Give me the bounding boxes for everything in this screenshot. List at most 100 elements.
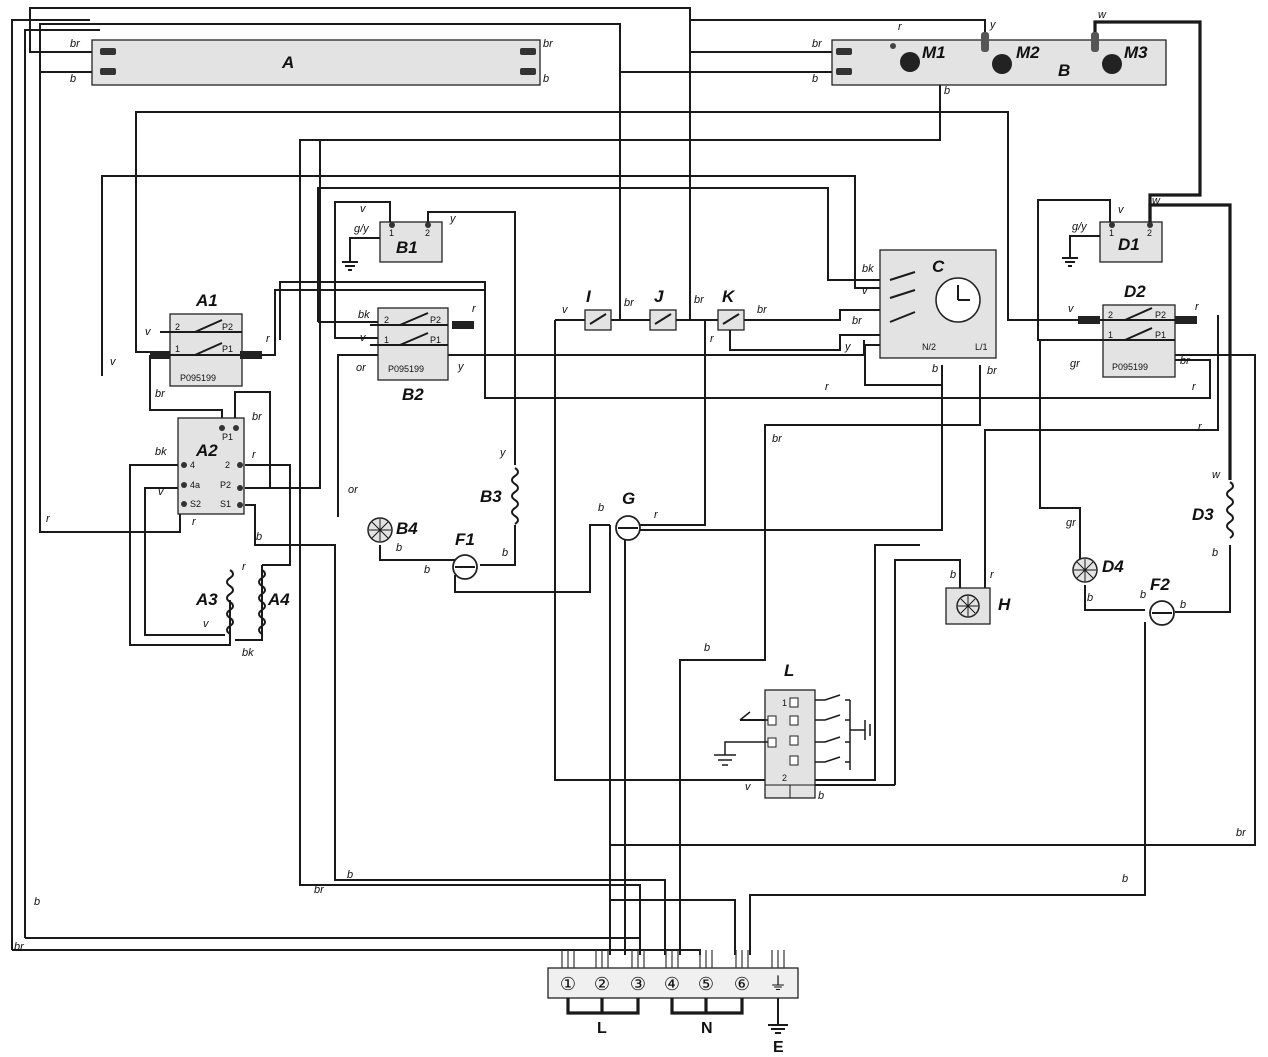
d2-pin-p2: P2 [1155,310,1166,320]
wire-color-label-w: w [1212,469,1221,481]
label-h: H [998,595,1011,614]
wire-color-label-gy: g/y [1072,221,1088,233]
wire-color-label-gr: gr [1070,358,1081,370]
wire-color-label-v: v [158,486,165,498]
wire-color-label-r: r [252,449,257,461]
label-d3: D3 [1192,505,1214,524]
wire-color-label-bk: bk [862,263,874,275]
d2-pin-2: 2 [1108,310,1113,320]
component-b2: 2 1 P2 P1 P095199 B2 [370,307,474,404]
label-i: I [586,287,592,306]
terminal-number: ⑤ [698,974,714,995]
wire-color-label-b: b [347,869,353,881]
wire-color-label-v: v [360,203,367,215]
label-a1: A1 [195,291,218,310]
wire-color-label-v: v [562,304,569,316]
component-d2: 2 1 P2 P1 P095199 D2 [1078,282,1197,378]
label-d4: D4 [1102,557,1124,576]
b2-pin-2: 2 [384,315,389,325]
d2-pin-1: 1 [1108,330,1113,340]
terminal-number: ③ [630,974,646,995]
wire-color-label-v: v [862,285,869,297]
wire-color-label-bk: bk [358,309,370,321]
a1-pin-1: 1 [175,344,180,354]
a2-pin-s1: S1 [220,499,231,509]
wire-color-label-b: b [704,642,710,654]
wire-color-label-br: br [314,884,325,896]
wire-color-label-v: v [110,356,117,368]
label-b4: B4 [396,519,418,538]
label-l: L [784,661,794,680]
wire-color-label-r: r [1195,301,1200,313]
wire-color-label-y: y [989,19,997,31]
wire-color-label-b: b [256,531,262,543]
wire-color-label-b: b [34,896,40,908]
wire-color-label-br: br [694,294,705,306]
label-d1: D1 [1118,235,1140,254]
component-g: G [615,489,641,541]
terminal-number: ② [594,974,610,995]
component-a2: P1 4 4a S2 2 P2 S1 A2 [177,417,245,515]
wire-color-label-b: b [598,502,604,514]
b2-pin-p2: P2 [430,315,441,325]
component-a: A [91,39,541,86]
wire-color-label-br: br [543,38,554,50]
wire-color-label-b: b [1140,589,1146,601]
wire-color-label-v: v [360,332,367,344]
wire-color-label-b: b [1212,547,1218,559]
wire-color-label-w: w [1098,9,1107,21]
component-c: N/2 L/1 C [879,249,997,359]
label-m3: M3 [1124,43,1148,62]
wire-color-label-b: b [502,547,508,559]
a2-pin-2: 2 [225,460,230,470]
wire-color-label-or: or [356,362,367,374]
label-g: G [622,489,635,508]
a2-pin-p1: P1 [222,432,233,442]
wire-color-label-r: r [654,509,659,521]
wire-color-label-b: b [424,564,430,576]
wire-color-label-v: v [1068,303,1075,315]
wire-color-label-y: y [499,447,507,459]
component-h: H [945,587,1011,625]
a2-pin-4a: 4a [190,480,200,490]
terminal-label-n: N [701,1020,713,1037]
terminal-label-l: L [597,1020,607,1037]
c-pin-n2: N/2 [922,342,936,352]
wire-color-label-br: br [624,297,635,309]
a1-pin-p1: P1 [222,344,233,354]
wire-color-label-gr: gr [1066,517,1077,529]
component-a4: A4 [258,569,290,635]
b2-code: P095199 [388,364,424,374]
d2-code: P095199 [1112,362,1148,372]
wire-color-label-b: b [812,73,818,85]
component-b: M1 M2 M3 B [831,32,1167,86]
wire-color-label-br: br [14,941,25,953]
wire-color-label-br: br [987,365,998,377]
wire-color-label-v: v [203,618,210,630]
component-a3: A3 [195,569,234,635]
wire-color-label-v: v [145,326,152,338]
wire-color-label-br: br [772,433,783,445]
label-d2: D2 [1124,282,1146,301]
wire-color-label-b: b [1180,599,1186,611]
label-b3: B3 [480,487,502,506]
d1-pin-1: 1 [1109,228,1114,238]
component-i: I [584,287,612,331]
component-d4: D4 [1072,557,1124,583]
wire-color-label-br: br [1236,827,1247,839]
wire-color-label-b: b [1087,592,1093,604]
wires [11,7,1256,955]
wire-color-label-b: b [950,569,956,581]
label-b2: B2 [402,385,424,404]
terminal-number: ④ [664,974,680,995]
component-b3: B3 [480,467,519,525]
component-b4: B4 [367,517,418,543]
wire-color-label-r: r [990,569,995,581]
wire-color-label-gy: g/y [354,223,370,235]
wire-color-label-r: r [825,381,830,393]
terminal-number: ⑥ [734,974,750,995]
wire-color-label-br: br [70,38,81,50]
